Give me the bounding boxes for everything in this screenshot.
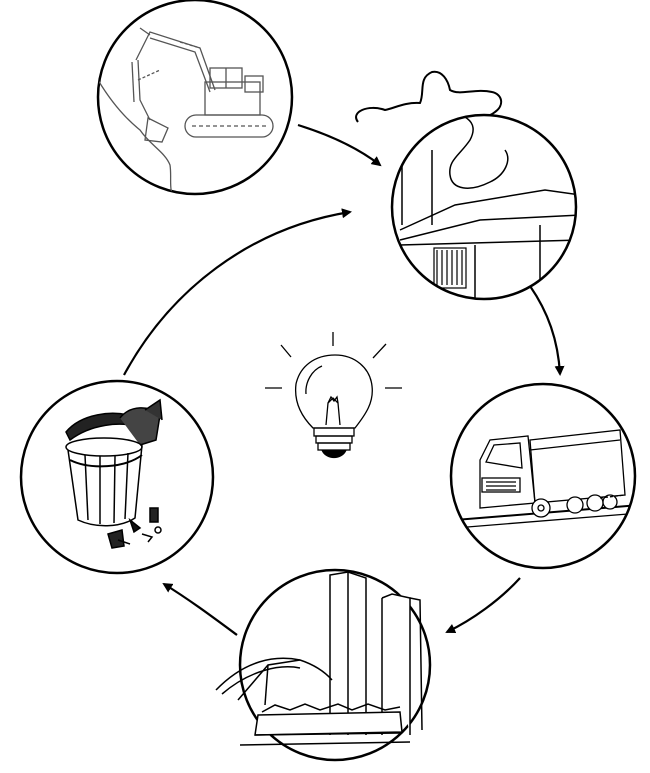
stage-use <box>216 570 430 760</box>
stage-transportation <box>451 384 640 568</box>
arrow-manufacturing-to-transport <box>530 286 560 374</box>
light-bulb-icon <box>265 332 402 458</box>
arrow-transport-to-use <box>447 578 520 632</box>
stage-disposal <box>21 381 213 573</box>
arrow-use-to-disposal <box>164 584 237 635</box>
stage-extraction <box>98 0 292 200</box>
stage-manufacturing <box>356 72 580 300</box>
arrow-disposal-to-manufacturing <box>124 212 350 375</box>
